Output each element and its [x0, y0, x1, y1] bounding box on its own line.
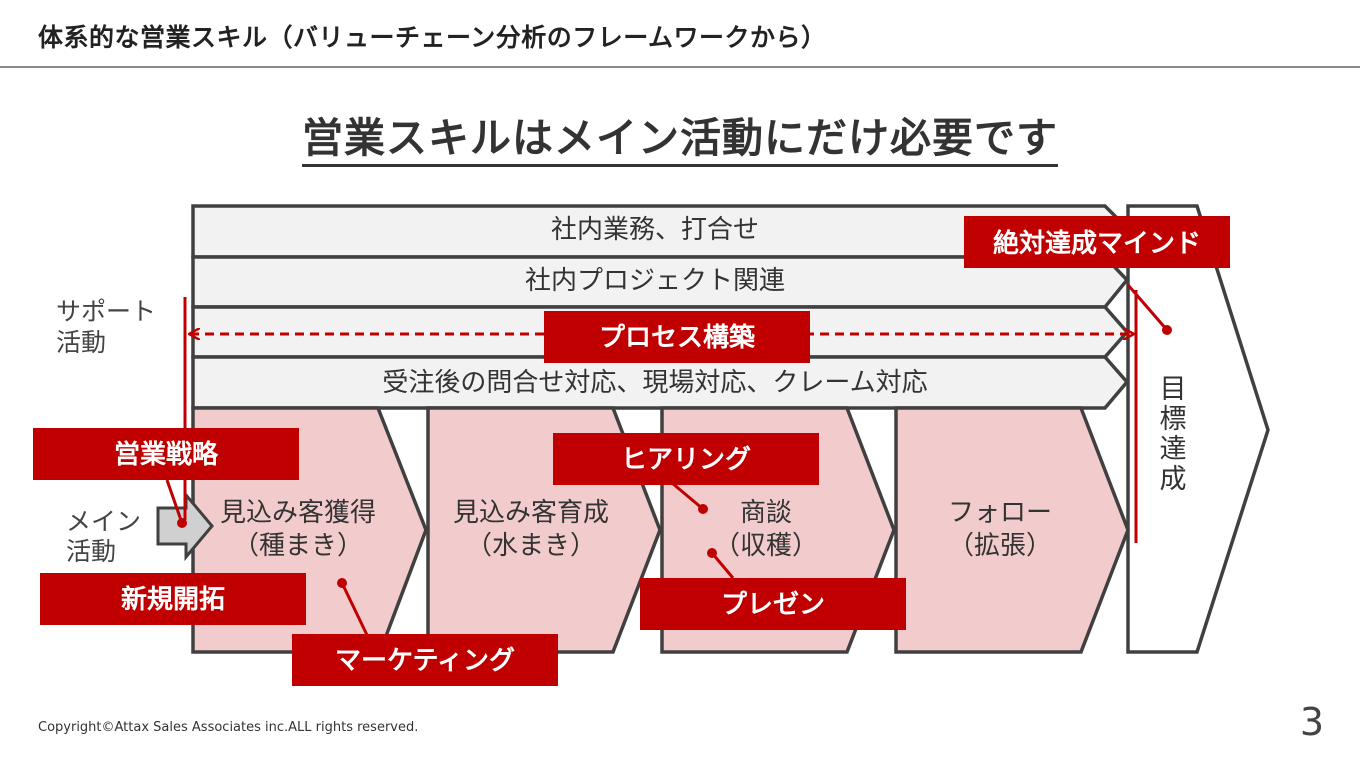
support-label-line1: サポート — [56, 297, 156, 326]
presentation-connector — [710, 552, 735, 579]
copyright-notice: Copyright©Attax Sales Associates inc.ALL… — [38, 720, 419, 735]
stage-4-line1: フォロー — [948, 498, 1052, 528]
main-heading-text: 営業スキルはメイン活動にだけ必要です — [302, 114, 1058, 167]
skill-box-process: プロセス構築 — [544, 311, 810, 363]
stage-1-line2: （種まき） — [233, 531, 363, 561]
support-bar-2-label: 社内プロジェクト関連 — [525, 266, 785, 296]
mindset-connector — [1126, 284, 1169, 331]
goal-chevron — [1126, 204, 1270, 654]
skill-mindset-label: 絶対達成マインド — [993, 228, 1201, 259]
hearing-connector — [671, 481, 704, 511]
strategy-dot — [177, 518, 187, 528]
stage-2-line1: 見込み客育成 — [453, 498, 609, 528]
marketing-connector — [340, 582, 369, 636]
goal-char-3: 達 — [1160, 434, 1187, 465]
skill-box-strategy: 営業戦略 — [33, 428, 299, 480]
stage-3-line1: 商談 — [740, 498, 792, 528]
main-label-line1: メイン — [66, 507, 141, 536]
support-bar-4-label: 受注後の問合せ対応、現場対応、クレーム対応 — [382, 368, 927, 398]
marketing-dot — [337, 578, 347, 588]
stage-3-line2: （収穫） — [714, 531, 818, 561]
header-divider — [0, 66, 1360, 68]
support-bar-4 — [191, 355, 1130, 410]
goal-char-1: 目 — [1160, 374, 1187, 405]
skill-box-marketing: マーケティング — [292, 634, 558, 686]
skill-marketing-label: マーケティング — [335, 646, 515, 676]
main-heading: 営業スキルはメイン活動にだけ必要です — [0, 104, 1360, 167]
mindset-dot — [1162, 325, 1172, 335]
support-label-line2: 活動 — [56, 328, 106, 357]
main-label-line2: 活動 — [66, 537, 116, 566]
skill-box-mindset: 絶対達成マインド — [964, 216, 1230, 268]
slide-title: 体系的な営業スキル（バリューチェーン分析のフレームワークから） — [38, 23, 827, 52]
skill-new-business-label: 新規開拓 — [121, 584, 225, 615]
goal-char-2: 標 — [1160, 404, 1187, 435]
stage-2-line2: （水まき） — [466, 531, 596, 561]
page-number: 3 — [1299, 700, 1324, 744]
skill-box-hearing: ヒアリング — [553, 433, 819, 485]
skill-strategy-label: 営業戦略 — [114, 439, 219, 470]
hearing-dot — [698, 504, 708, 514]
skill-box-presentation: プレゼン — [640, 578, 906, 630]
goal-char-4: 成 — [1160, 464, 1187, 495]
presentation-dot — [707, 548, 717, 558]
skill-presentation-label: プレゼン — [721, 590, 825, 620]
skill-process-label: プロセス構築 — [599, 322, 756, 353]
skill-hearing-label: ヒアリング — [621, 445, 751, 475]
strategy-connector — [165, 479, 184, 524]
skill-box-new-business: 新規開拓 — [40, 573, 306, 625]
stage-1-line1: 見込み客獲得 — [220, 498, 376, 528]
stage-4-line2: （拡張） — [948, 531, 1052, 561]
stage-chevron-4 — [894, 406, 1130, 654]
support-bar-2 — [191, 255, 1130, 309]
support-bar-1-label: 社内業務、打合せ — [551, 215, 759, 245]
